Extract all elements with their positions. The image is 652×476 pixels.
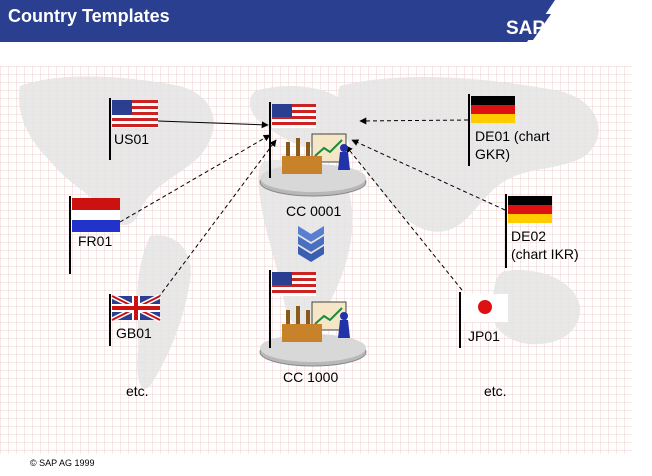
cc1000-label: CC 1000 <box>283 369 339 385</box>
world-map-background <box>0 66 632 454</box>
jp-flag-icon <box>459 292 508 348</box>
us-flag-icon <box>109 98 158 160</box>
sap-logo: SAP <box>503 14 551 40</box>
etc-right-label: etc. <box>484 383 507 399</box>
gb-flag-icon <box>109 294 162 346</box>
copyright-icon: © <box>30 458 37 468</box>
sap-logo-text: SAP <box>506 18 545 39</box>
jp01-label: JP01 <box>468 328 500 344</box>
de-flag-icon <box>505 194 552 268</box>
gb01-label: GB01 <box>116 325 152 341</box>
arrow-de01 <box>359 117 469 125</box>
arrow-de02 <box>351 139 506 211</box>
arrow-fr01 <box>119 134 271 223</box>
fr01-label: FR01 <box>78 233 113 249</box>
de-flag-icon <box>468 94 515 166</box>
company-code-icon <box>259 270 367 367</box>
copyright-text: SAP AG 1999 <box>39 458 95 468</box>
arrow-us01 <box>157 120 269 129</box>
arrow-jp01 <box>345 145 463 291</box>
cc0001-label: CC 0001 <box>286 203 342 219</box>
footer: © SAP AG 1999 <box>30 458 95 468</box>
header: Country Templates SAP <box>0 0 652 42</box>
etc-left-label: etc. <box>126 383 149 399</box>
fr-flag-icon <box>69 196 120 274</box>
page-title: Country Templates <box>8 6 170 26</box>
transfer-arrow-icon <box>298 226 324 262</box>
arrow-gb01 <box>157 139 277 299</box>
us01-label: US01 <box>114 131 150 147</box>
de02-label: DE02 (chart IKR) <box>511 228 579 262</box>
company-code-icon <box>259 102 367 197</box>
de01-label: DE01 (chart GKR) <box>475 128 550 162</box>
header-bar <box>0 0 555 42</box>
